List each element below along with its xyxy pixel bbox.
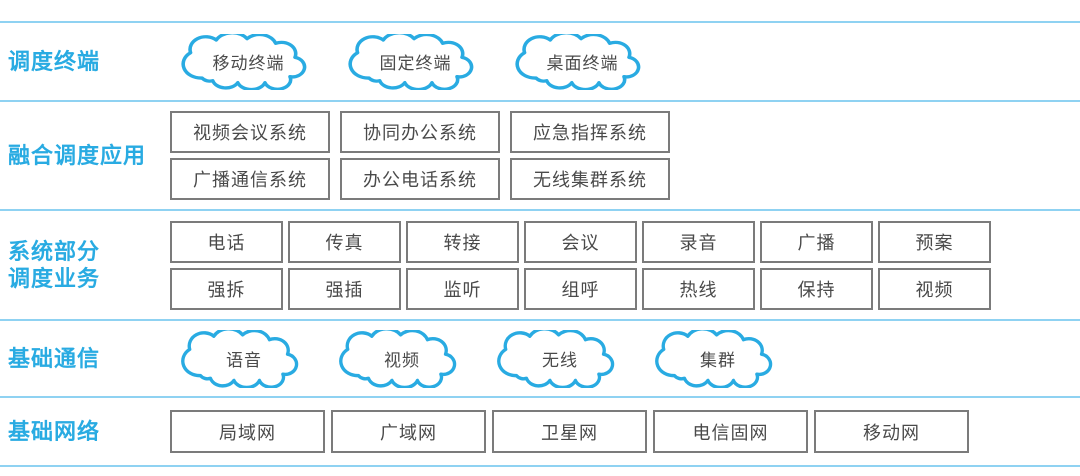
cloud-node: 固定终端 [344, 33, 487, 90]
cloud-icon [339, 329, 457, 388]
service-box: 监听 [406, 267, 519, 310]
cloud-node: 无线 [493, 329, 627, 388]
divider-line [0, 21, 1080, 23]
divider-line [0, 209, 1080, 211]
cloud-node: 集群 [651, 329, 785, 388]
cloud-label: 语音 [226, 351, 262, 370]
service-box: 广播 [760, 220, 873, 263]
system-box: 办公电话系统 [340, 158, 500, 200]
layer-applications: 融合调度应用 视频会议系统 协同办公系统 应急指挥系统 广播通信系统 办公电话系… [0, 102, 1080, 209]
divider-line [0, 465, 1080, 467]
service-box: 电话 [170, 220, 283, 263]
system-box: 协同办公系统 [340, 111, 500, 153]
service-box: 录音 [642, 220, 755, 263]
network-box: 卫星网 [492, 410, 647, 453]
layer-communications: 基础通信 语音 视频 无线 集群 [0, 321, 1080, 396]
layer-label-terminals: 调度终端 [8, 48, 101, 74]
network-box: 局域网 [170, 410, 325, 453]
service-box: 强插 [288, 267, 401, 310]
cloud-node: 语音 [177, 329, 311, 388]
network-box: 广域网 [331, 410, 486, 453]
services-box-grid: 电话 传真 转接 会议 录音 广播 预案 强拆 强插 监听 组呼 热线 保持 视… [170, 220, 991, 310]
cloud-label: 桌面终端 [546, 54, 619, 73]
service-box: 转接 [406, 220, 519, 263]
cloud-node: 移动终端 [177, 33, 320, 90]
layer-label-applications: 融合调度应用 [8, 142, 147, 168]
cloud-node: 视频 [335, 329, 469, 388]
cloud-node: 桌面终端 [511, 33, 654, 90]
cloud-label: 移动终端 [212, 54, 285, 73]
networks-box-grid: 局域网 广域网 卫星网 电信固网 移动网 [170, 410, 969, 453]
service-box: 组呼 [524, 267, 637, 310]
service-box: 保持 [760, 267, 873, 310]
divider-line [0, 319, 1080, 321]
cloud-icon [655, 329, 773, 388]
service-box: 热线 [642, 267, 755, 310]
system-box: 视频会议系统 [170, 111, 330, 153]
system-box: 广播通信系统 [170, 158, 330, 200]
network-box: 电信固网 [653, 410, 808, 453]
divider-line [0, 396, 1080, 398]
system-box: 无线集群系统 [510, 158, 670, 200]
cloud-label: 视频 [384, 351, 420, 370]
communications-cloud-group: 语音 视频 无线 集群 [170, 329, 785, 388]
divider-line [0, 100, 1080, 102]
layer-networks: 基础网络 局域网 广域网 卫星网 电信固网 移动网 [0, 398, 1080, 465]
cloud-label: 集群 [700, 351, 736, 370]
network-box: 移动网 [814, 410, 969, 453]
layer-terminals: 调度终端 移动终端 固定终端 桌面终端 [0, 23, 1080, 100]
terminals-cloud-group: 移动终端 固定终端 桌面终端 [170, 33, 654, 90]
service-box: 视频 [878, 267, 991, 310]
service-box: 传真 [288, 220, 401, 263]
top-spacer [0, 0, 1080, 21]
service-box: 预案 [878, 220, 991, 263]
layer-label-networks: 基础网络 [8, 418, 101, 444]
cloud-label: 固定终端 [379, 54, 452, 73]
system-box: 应急指挥系统 [510, 111, 670, 153]
applications-box-grid: 视频会议系统 协同办公系统 应急指挥系统 广播通信系统 办公电话系统 无线集群系… [170, 111, 670, 200]
cloud-label: 无线 [542, 351, 578, 370]
service-box: 强拆 [170, 267, 283, 310]
cloud-icon [497, 329, 615, 388]
cloud-icon [181, 33, 307, 90]
service-box: 会议 [524, 220, 637, 263]
cloud-icon [181, 329, 299, 388]
layer-label-communications: 基础通信 [8, 345, 101, 371]
cloud-icon [348, 33, 474, 90]
layer-services: 系统部分 调度业务 电话 传真 转接 会议 录音 广播 预案 强拆 强插 监听 … [0, 211, 1080, 319]
layer-label-services: 系统部分 调度业务 [8, 238, 101, 292]
cloud-icon [515, 33, 641, 90]
